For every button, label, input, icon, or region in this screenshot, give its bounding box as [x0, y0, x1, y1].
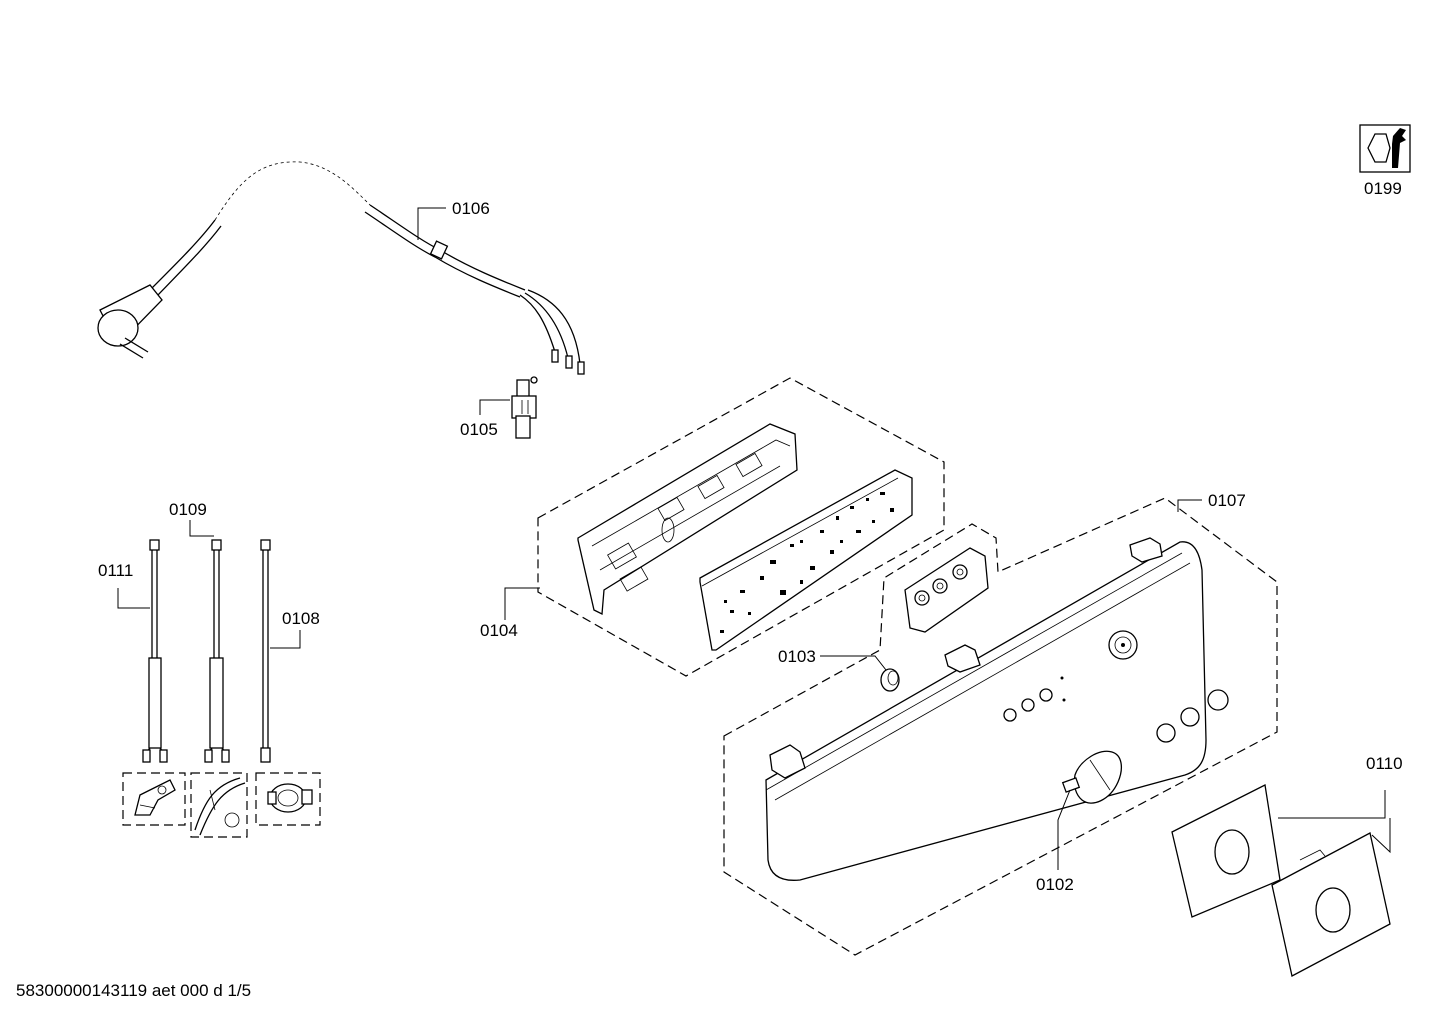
cover-plate-bottom[interactable] [1271, 832, 1391, 977]
label-0104: 0104 [480, 621, 518, 640]
label-0110: 0110 [1366, 754, 1403, 773]
wire-harness-0109[interactable] [204, 539, 230, 763]
control-panel-group-outline [723, 497, 1278, 956]
power-cable-part[interactable] [97, 161, 585, 375]
knob-housing-part[interactable] [904, 547, 989, 633]
small-button-part[interactable] [880, 668, 900, 692]
label-0107: 0107 [1208, 491, 1246, 510]
label-0105: 0105 [460, 420, 498, 439]
label-0106: 0106 [452, 199, 490, 218]
program-knob-part[interactable] [1061, 750, 1123, 804]
label-0111: 0111 [98, 561, 133, 580]
document-footer: 58300000143119 aet 000 d 1/5 [16, 981, 252, 1000]
wire-harness-0111[interactable] [142, 539, 168, 763]
wire-harness-0108[interactable] [260, 539, 271, 763]
thumbnail-door-lock [122, 772, 186, 826]
wrench-nut-icon [1359, 124, 1411, 173]
label-0199: 0199 [1364, 179, 1402, 198]
label-0103: 0103 [778, 647, 816, 666]
connector-clip-part[interactable] [511, 376, 538, 439]
label-0109: 0109 [169, 500, 207, 519]
thumbnail-drum-motor [190, 772, 248, 838]
circuit-board-part[interactable] [699, 469, 913, 651]
cover-plate-top[interactable] [1171, 784, 1281, 918]
thumbnail-motor [255, 772, 321, 826]
label-0102: 0102 [1036, 875, 1074, 894]
label-0108: 0108 [282, 609, 320, 628]
module-housing-part[interactable] [577, 423, 798, 616]
module-group-outline [537, 377, 945, 677]
control-panel-part[interactable] [765, 537, 1229, 881]
